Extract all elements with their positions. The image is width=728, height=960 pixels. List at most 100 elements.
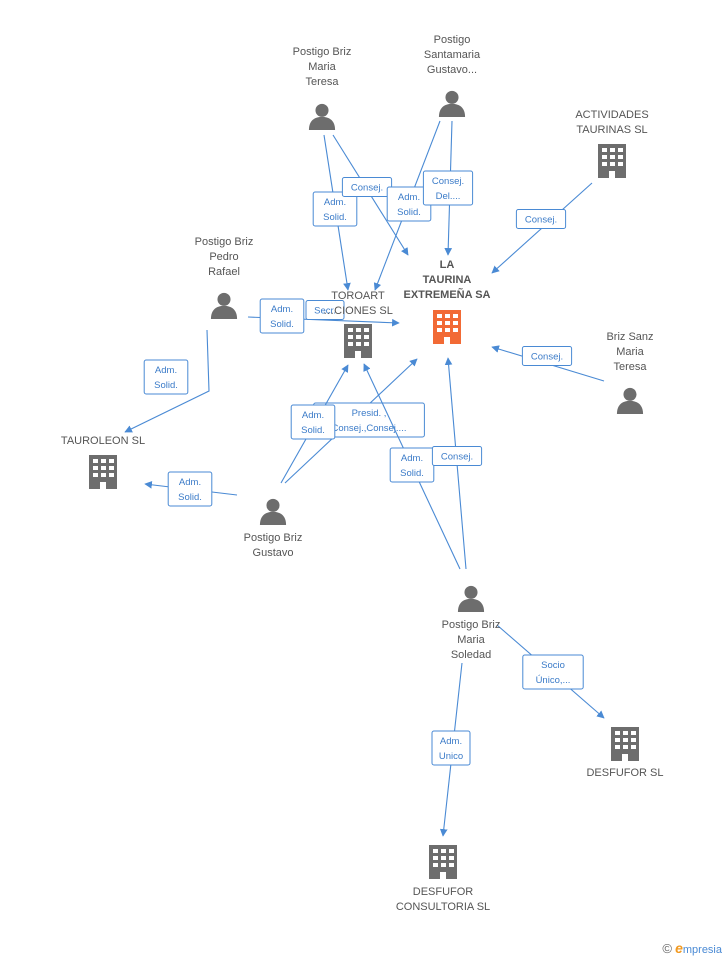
edge-e15: SocioÚnico,... [496, 624, 605, 719]
edge-e1: Adm. Solid. [312, 134, 358, 291]
edge-label-box[interactable] [259, 298, 305, 334]
edge-e16: Adm.Unico [431, 662, 471, 837]
node-label: Rafael [208, 266, 240, 278]
edge-label-text: Adm. [155, 365, 177, 376]
node-label: Maria [308, 61, 336, 73]
company-icon[interactable] [89, 455, 117, 489]
node-label: LA [440, 259, 455, 271]
edge-label-text: Del.... [436, 191, 461, 202]
node-label: Soledad [451, 649, 491, 661]
person-icon[interactable] [457, 585, 485, 612]
node-tauroleon[interactable]: TAUROLEON SL [61, 435, 145, 489]
edge-label-box[interactable] [431, 730, 471, 766]
node-label: ACTIVIDADES [575, 109, 648, 121]
node-desfufor-consultoria[interactable]: DESFUFOR CONSULTORIA SL [396, 845, 490, 913]
edge-e10: Presid. ,Consej.,Consej.... [284, 358, 425, 484]
edge-e13: Adm. Solid. [363, 363, 461, 570]
node-desfufor[interactable]: DESFUFOR SL [586, 727, 664, 779]
node-label: TAUROLEON SL [61, 435, 145, 447]
edge-e9: Consej. [491, 345, 605, 382]
edge-label-text: Solid. [400, 468, 424, 479]
node-label: TAURINAS SL [576, 124, 647, 136]
node-label: Postigo Briz [442, 619, 501, 631]
person-icon[interactable] [616, 387, 644, 414]
person-icon[interactable] [259, 498, 287, 525]
company-icon[interactable] [598, 144, 626, 178]
node-label: Postigo Briz [293, 46, 352, 58]
node-label: Maria [616, 346, 644, 358]
edge-label-text: Único,... [536, 675, 571, 686]
edge-label-text: Consej.,Consej.... [332, 423, 407, 434]
edge-label-text: Secr. [314, 306, 336, 317]
edge-e12: Adm. Solid. [144, 471, 238, 507]
edge-label-box[interactable] [290, 404, 336, 440]
edge-label-text: Consej. [432, 176, 464, 187]
empresia-watermark: © empresia [662, 940, 722, 956]
node-label: Teresa [613, 361, 647, 373]
edge-label-text: Adm. [324, 197, 346, 208]
edge-e8: Adm. Solid. [259, 298, 305, 334]
brand-logo-e: e [675, 940, 683, 956]
node-label: Postigo Briz [244, 532, 303, 544]
edge-label-box[interactable] [521, 346, 573, 366]
node-label: Gustavo [253, 547, 294, 559]
edge-label-box[interactable] [422, 170, 474, 206]
edge-label-box[interactable] [522, 654, 584, 690]
person-icon[interactable] [308, 103, 336, 130]
edge-label-text: Adm. [179, 477, 201, 488]
edge-e4: Consej. Del.... [422, 120, 474, 256]
edge-label-text: Solid. [270, 319, 294, 330]
company-icon[interactable] [611, 727, 639, 761]
node-actividades[interactable]: ACTIVIDADES TAURINAS SL [575, 109, 649, 178]
edge-e2: Consej. [332, 134, 409, 256]
edge-label-text: Adm. [398, 192, 420, 203]
edge-e6: Adm. Solid. [124, 329, 210, 433]
main-company-icon[interactable] [433, 310, 461, 344]
node-toroart[interactable]: TOROART …CIONES SL [323, 290, 393, 358]
edge-label-text: Consej. [531, 352, 563, 363]
edge-e14: Consej. [431, 357, 483, 570]
node-label: Teresa [305, 76, 339, 88]
person-icon[interactable] [210, 292, 238, 319]
edge-label-text: Solid. [154, 380, 178, 391]
person-icon[interactable] [438, 90, 466, 117]
node-label: TOROART [331, 290, 385, 302]
node-label: …CIONES SL [323, 305, 393, 317]
edge-label-text: Adm. [401, 453, 423, 464]
edge-label-box[interactable] [431, 446, 483, 466]
node-label: DESFUFOR SL [586, 767, 663, 779]
edge-label-box[interactable] [167, 471, 213, 507]
node-label: Pedro [209, 251, 238, 263]
edge-label-text: Socio [541, 660, 565, 671]
edge-label-box[interactable] [305, 300, 345, 320]
node-label: Postigo [434, 34, 471, 46]
node-label: Gustavo... [427, 64, 477, 76]
edge-e3: Adm. Solid. [373, 120, 441, 291]
node-label: DESFUFOR [413, 886, 474, 898]
edge-label-box[interactable] [515, 209, 567, 229]
edge-label-text: Solid. [323, 212, 347, 223]
edge-label-text: Adm. [302, 410, 324, 421]
edge-label-text: Adm. [271, 304, 293, 315]
edge-label-text: Adm. [440, 736, 462, 747]
edge-label-text: Solid. [397, 207, 421, 218]
edge-label-text: Solid. [301, 425, 325, 436]
node-ps-gustavo[interactable]: PostigoSantamariaGustavo... [424, 34, 481, 117]
edge-line [124, 329, 210, 433]
node-label: Maria [457, 634, 485, 646]
copyright-symbol: © [662, 941, 673, 956]
edge-label-text: Solid. [178, 492, 202, 503]
edge-e11: Adm. Solid. [280, 364, 349, 484]
company-icon[interactable] [429, 845, 457, 879]
edge-label-box[interactable] [143, 359, 189, 395]
node-label: CONSULTORIA SL [396, 901, 490, 913]
node-label: Briz Sanz [606, 331, 653, 343]
company-icon[interactable] [344, 324, 372, 358]
edge-label-box[interactable] [312, 191, 358, 227]
